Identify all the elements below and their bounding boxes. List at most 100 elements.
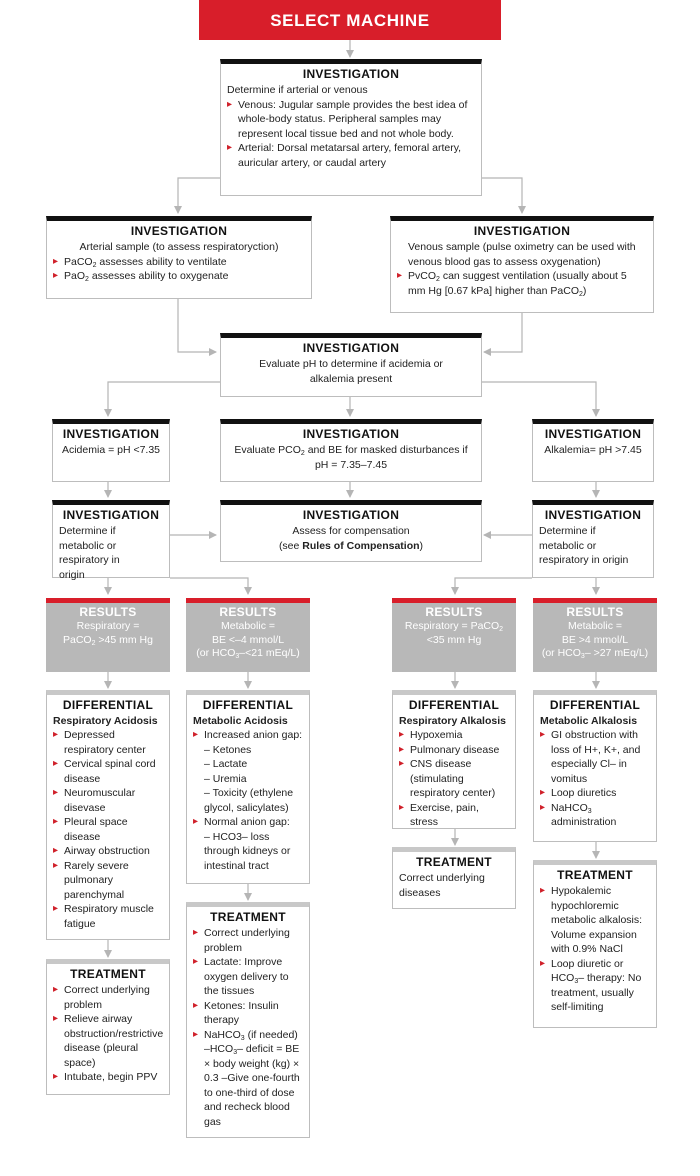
treatment-metabolic-acidosis: TREATMENT Correct underlying problem Lac… xyxy=(186,902,310,1138)
differential-subitem: – Ketones xyxy=(204,743,252,756)
treatment-item: NaHCO3 (if needed) –HCO3– deficit = BE ×… xyxy=(193,1028,303,1130)
differential-item: Exercise, pain, stress xyxy=(399,801,509,830)
differential-heading: DIFFERENTIAL xyxy=(549,698,641,712)
treatment-item: Correct underlying problem xyxy=(53,983,163,1012)
investigation-sample-type: INVESTIGATION Determine if arterial or v… xyxy=(220,59,482,196)
differential-respiratory-alkalosis: DIFFERENTIAL Respiratory Alkalosis Hypox… xyxy=(392,690,516,829)
arterial-intro: Arterial sample (to assess respiratoryct… xyxy=(79,241,279,253)
venous-intro: Venous sample (pulse oximetry can be use… xyxy=(408,241,636,268)
alkalemia-text: Alkalemia= pH >7.45 xyxy=(544,444,642,456)
venous-bullet: Venous: Jugular sample provides the best… xyxy=(227,98,475,142)
result-line: Respiratory = xyxy=(76,620,140,632)
treatment-item: Loop diuretic or HCO3– therapy: No treat… xyxy=(540,957,650,1015)
differential-item: Pleural space disease xyxy=(53,815,163,844)
rules-of-compensation-link: Rules of Compensation xyxy=(302,539,420,552)
investigation-intro: Determine if arterial or venous xyxy=(227,84,368,96)
treatment-heading: TREATMENT xyxy=(210,910,286,924)
differential-metabolic-acidosis: DIFFERENTIAL Metabolic Acidosis Increase… xyxy=(186,690,310,884)
compensation-line1: Assess for compensation xyxy=(292,525,410,537)
investigation-heading: INVESTIGATION xyxy=(473,224,571,238)
differential-item: GI obstruction with loss of H+, K+, and … xyxy=(540,728,650,786)
investigation-heading: INVESTIGATION xyxy=(302,67,400,81)
results-heading: RESULTS xyxy=(425,605,483,619)
result-line: (or HCO3–<21 mEq/L) xyxy=(196,647,300,660)
arrow-ph-to-alkalemia xyxy=(481,381,600,417)
arrow-arterial-to-ph xyxy=(177,299,217,356)
treatment-heading: TREATMENT xyxy=(70,967,146,981)
investigation-origin-right: INVESTIGATION Determine if metabolic or … xyxy=(532,500,654,578)
results-heading: RESULTS xyxy=(219,605,277,619)
masked-text: Evaluate PCO2 and BE for masked disturba… xyxy=(234,444,468,471)
result-metabolic-acidosis: RESULTS Metabolic = BE <–4 mmol/L (or HC… xyxy=(186,598,310,672)
differential-item: Respiratory muscle fatigue xyxy=(53,902,163,931)
select-machine-title: SELECT MACHINE xyxy=(199,0,501,40)
differential-item: Depressed respiratory center xyxy=(53,728,163,757)
treatment-item: Correct underlying problem xyxy=(193,926,303,955)
investigation-arterial: INVESTIGATION Arterial sample (to assess… xyxy=(46,216,312,299)
paco2-bullet: PaCO2 assesses ability to ventilate xyxy=(53,255,305,270)
differential-name: Respiratory Acidosis xyxy=(53,715,158,727)
differential-respiratory-acidosis: DIFFERENTIAL Respiratory Acidosis Depres… xyxy=(46,690,170,940)
differential-item: Increased anion gap: xyxy=(193,728,303,743)
results-heading: RESULTS xyxy=(566,605,624,619)
arrow-top-to-arterial xyxy=(174,177,220,214)
investigation-heading: INVESTIGATION xyxy=(130,224,228,238)
origin-right-text: Determine if metabolic or respiratory in… xyxy=(539,525,629,566)
compensation-line2: (see Rules of Compensation) xyxy=(278,539,424,552)
arrow-top-to-venous xyxy=(481,177,526,214)
investigation-heading: INVESTIGATION xyxy=(302,341,400,355)
treatment-item: Lactate: Improve oxygen delivery to the … xyxy=(193,955,303,999)
arrow-venous-to-ph xyxy=(483,313,523,356)
investigation-venous: INVESTIGATION Venous sample (pulse oxime… xyxy=(390,216,654,313)
differential-subitem: – HCO3– loss through kidneys or intestin… xyxy=(204,830,291,872)
treatment-heading: TREATMENT xyxy=(416,855,492,869)
differential-item: Airway obstruction xyxy=(53,844,163,859)
acidemia-text: Acidemia = pH <7.35 xyxy=(61,444,161,456)
result-line: Metabolic = xyxy=(221,620,275,632)
investigation-heading: INVESTIGATION xyxy=(62,427,160,441)
differential-subitem: – Lactate xyxy=(204,758,248,770)
arrow-origin-to-resp-alk xyxy=(451,577,532,595)
treatment-respiratory-acidosis: TREATMENT Correct underlying problem Rel… xyxy=(46,959,170,1095)
treatment-text: Correct underlying diseases xyxy=(399,872,485,899)
treatment-respiratory-alkalosis: TREATMENT Correct underlying diseases xyxy=(392,847,516,909)
result-line: BE >4 mmol/L xyxy=(561,633,629,646)
results-heading: RESULTS xyxy=(79,605,137,619)
differential-item: CNS disease (stimulating respiratory cen… xyxy=(399,757,509,801)
differential-item: Loop diuretics xyxy=(540,786,650,801)
investigation-compensation: INVESTIGATION Assess for compensation (s… xyxy=(220,500,482,562)
investigation-heading: INVESTIGATION xyxy=(544,508,642,522)
differential-item: Rarely severe pulmonary parenchymal xyxy=(53,859,163,903)
result-line: <35 mm Hg xyxy=(426,633,482,646)
treatment-metabolic-alkalosis: TREATMENT Hypokalemic hypochloremic meta… xyxy=(533,860,657,1028)
result-line: (or HCO3– >27 mEq/L) xyxy=(541,647,649,660)
result-respiratory-alkalosis: RESULTS Respiratory = PaCO2 <35 mm Hg xyxy=(392,598,516,672)
differential-heading: DIFFERENTIAL xyxy=(62,698,154,712)
investigation-heading: INVESTIGATION xyxy=(544,427,642,441)
origin-left-text: Determine if metabolic or respiratory in… xyxy=(59,525,120,581)
treatment-item: Relieve airway obstruction/restrictive d… xyxy=(53,1012,163,1070)
treatment-item: Hypokalemic hypochloremic metabolic alka… xyxy=(540,884,650,957)
differential-item: Neuromuscular disevase xyxy=(53,786,163,815)
differential-name: Metabolic Acidosis xyxy=(193,715,288,727)
pao2-bullet: PaO2 assesses ability to oxygenate xyxy=(53,269,305,284)
result-metabolic-alkalosis: RESULTS Metabolic = BE >4 mmol/L (or HCO… xyxy=(533,598,657,672)
result-line: Metabolic = xyxy=(568,620,622,632)
result-line: PaCO2 >45 mm Hg xyxy=(63,633,153,647)
treatment-heading: TREATMENT xyxy=(557,868,633,882)
differential-subitem: – Uremia xyxy=(204,772,247,785)
differential-item: Cervical spinal cord disease xyxy=(53,757,163,786)
pvco2-bullet: PvCO2 can suggest ventilation (usually a… xyxy=(397,269,647,298)
differential-heading: DIFFERENTIAL xyxy=(202,698,294,712)
investigation-masked-disturbances: INVESTIGATION Evaluate PCO2 and BE for m… xyxy=(220,419,482,482)
ph-text: Evaluate pH to determine if acidemia or … xyxy=(259,358,443,385)
investigation-heading: INVESTIGATION xyxy=(62,508,160,522)
result-respiratory-acidosis: RESULTS Respiratory = PaCO2 >45 mm Hg xyxy=(46,598,170,672)
result-line: BE <–4 mmol/L xyxy=(211,633,285,646)
arterial-bullet: Arterial: Dorsal metatarsal artery, femo… xyxy=(227,141,475,170)
differential-subitem: – Toxicity (ethylene glycol, salicylates… xyxy=(204,787,294,814)
investigation-ph: INVESTIGATION Evaluate pH to determine i… xyxy=(220,333,482,397)
differential-name: Metabolic Alkalosis xyxy=(540,715,638,727)
